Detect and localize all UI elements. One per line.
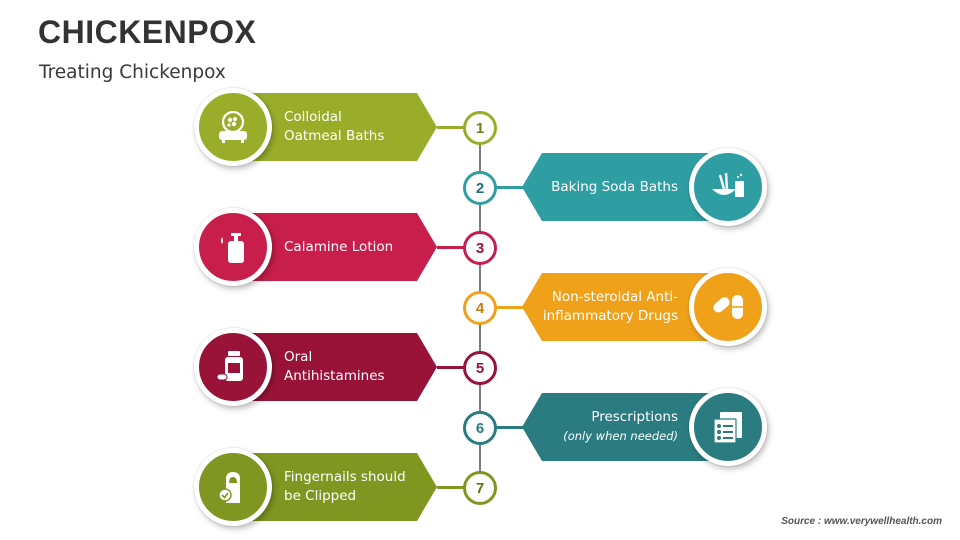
step-2-label-line1: Baking Soda Baths <box>551 178 678 195</box>
step-2-icon-circle <box>689 148 767 226</box>
connector-3 <box>437 246 467 249</box>
connector-7 <box>437 486 467 489</box>
step-4-icon-circle <box>689 268 767 346</box>
step-7-number: 7 <box>463 471 497 505</box>
connector-6 <box>493 426 525 429</box>
step-7-label-line1: Fingernails should <box>284 469 406 485</box>
step-6-number: 6 <box>463 411 497 445</box>
medicine-jar-icon <box>216 351 243 381</box>
step-7-label-line2: be Clipped <box>284 488 357 504</box>
step-5-icon-circle <box>194 328 272 406</box>
step-6-label-line2: (only when needed) <box>563 429 678 443</box>
step-1-label-line2: Oatmeal Baths <box>284 128 385 144</box>
page-subtitle: Treating Chickenpox <box>39 62 226 83</box>
lotion-bottle-icon <box>221 233 244 263</box>
connector-2 <box>493 186 525 189</box>
step-4-number: 4 <box>463 291 497 325</box>
connector-5 <box>437 366 467 369</box>
oatmeal-bath-icon <box>219 110 247 143</box>
step-6-icon-circle <box>689 388 767 466</box>
step-1-label-line1: Colloidal <box>284 109 342 125</box>
prescription-icon <box>713 412 742 444</box>
step-4-label-line2: inflammatory Drugs <box>542 308 678 324</box>
step-3-icon-circle <box>194 208 272 286</box>
page-title: CHICKENPOX <box>38 14 257 50</box>
step-1-icon-circle <box>194 88 272 166</box>
connector-4 <box>493 306 525 309</box>
baking-soda-icon <box>712 172 744 197</box>
step-5-label-line1: Oral <box>284 349 313 365</box>
step-6-label-line1: Prescriptions <box>591 409 678 425</box>
connector-1 <box>437 126 467 129</box>
source-credit: Source : www.verywellhealth.com <box>781 516 942 527</box>
step-1-number: 1 <box>463 111 497 145</box>
capsule-pills-icon <box>713 295 743 319</box>
step-4-label-line1: Non-steroidal Anti- <box>551 289 678 305</box>
step-3-label-line1: Calamine Lotion <box>284 238 394 255</box>
step-2-number: 2 <box>463 171 497 205</box>
step-3-number: 3 <box>463 231 497 265</box>
fingernail-icon <box>218 472 240 503</box>
step-5-number: 5 <box>463 351 497 385</box>
step-7-icon-circle <box>194 448 272 526</box>
step-5-label-line2: Antihistamines <box>284 368 385 384</box>
